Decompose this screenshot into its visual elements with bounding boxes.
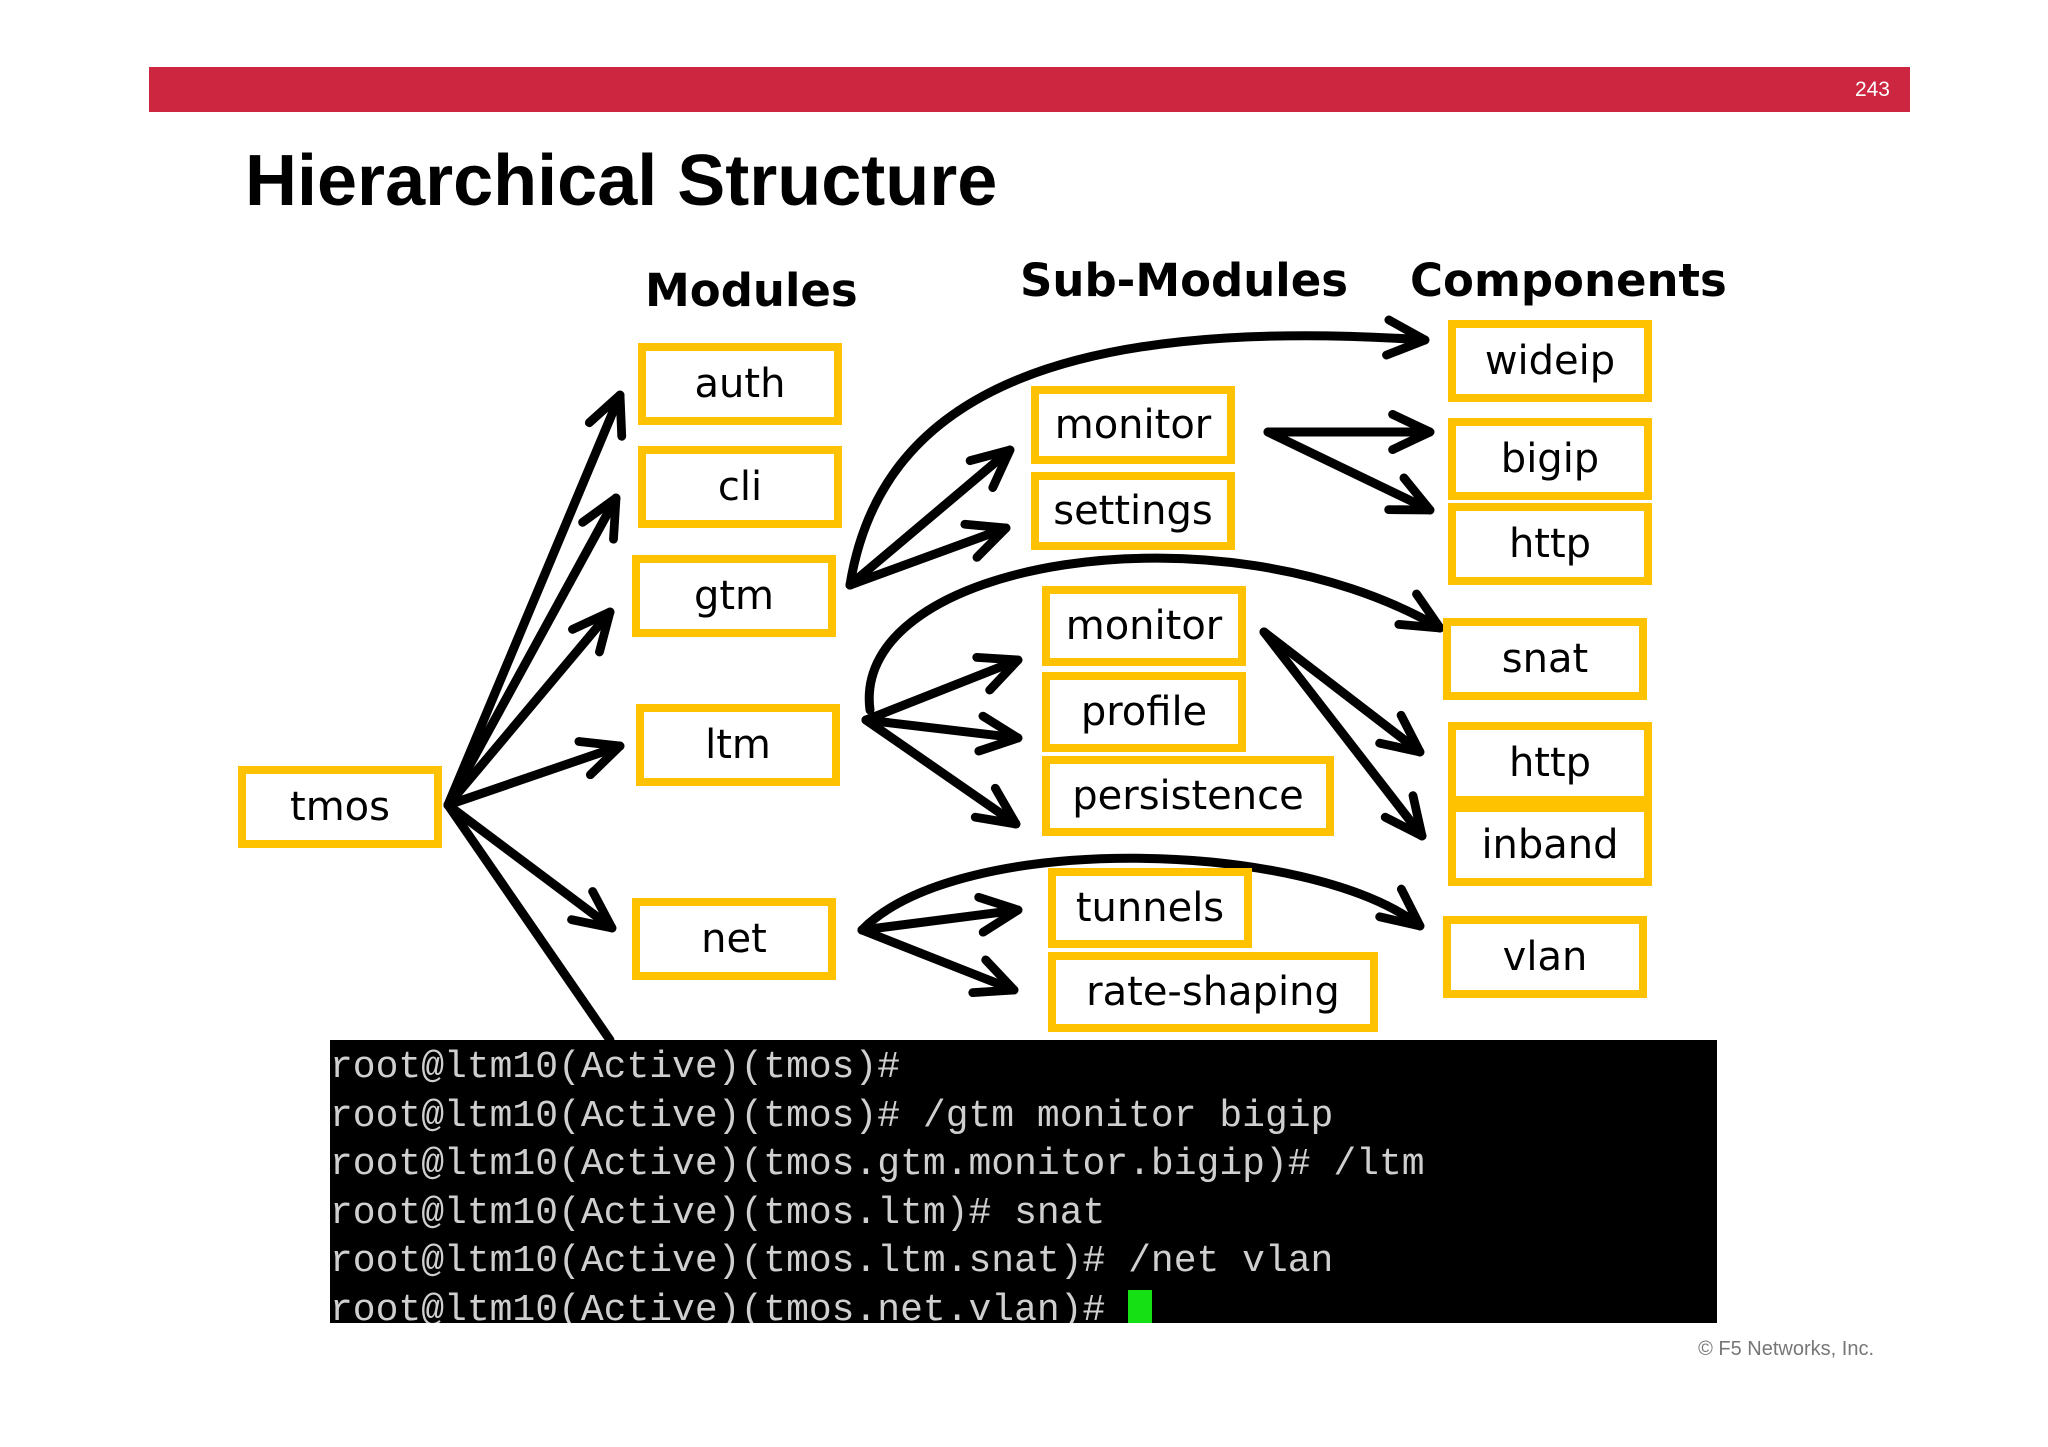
node-comp-inband: inband: [1448, 804, 1652, 886]
arrow-gtm-settings: [845, 528, 1011, 590]
node-gtm-monitor: monitor: [1031, 386, 1235, 464]
arrow-tmos-ltm: [443, 746, 625, 810]
terminal-line: root@ltm10(Active)(tmos.gtm.monitor.bigi…: [330, 1143, 1425, 1186]
node-comp-wideip: wideip: [1448, 320, 1652, 402]
arrow-ltm-persistence: [861, 715, 1021, 829]
node-comp-vlan: vlan: [1443, 916, 1647, 998]
node-net-rateshaping: rate-shaping: [1048, 952, 1378, 1032]
column-header-modules: Modules: [645, 264, 858, 317]
node-gtm-settings: settings: [1031, 472, 1235, 550]
copyright: © F5 Networks, Inc.: [1698, 1338, 1874, 1360]
arrow-net-tunnels: [857, 910, 1023, 930]
terminal-window[interactable]: root@ltm10(Active)(tmos)# root@ltm10(Act…: [330, 1040, 1717, 1323]
terminal-line: root@ltm10(Active)(tmos.ltm)# snat: [330, 1191, 1106, 1235]
arrow-tmos-cli: [443, 493, 621, 810]
node-comp-gtm-http: http: [1448, 503, 1652, 585]
arrow-tmos-down: [443, 800, 615, 1045]
node-tmos: tmos: [238, 766, 442, 848]
terminal-line: root@ltm10(Active)(tmos)#: [330, 1046, 901, 1089]
node-module-cli: cli: [638, 446, 842, 528]
arrow-tmos-auth: [443, 390, 620, 810]
arrow-monitor-http: [1263, 427, 1435, 515]
terminal-cursor: [1128, 1290, 1153, 1323]
node-ltm-profile: profile: [1042, 672, 1246, 752]
arrow-tmos-net: [443, 800, 617, 933]
node-module-ltm: ltm: [636, 704, 840, 786]
arrow-net-vlan: [857, 853, 1425, 935]
node-module-auth: auth: [638, 343, 842, 425]
node-net-tunnels: tunnels: [1048, 868, 1252, 948]
header-bar: 243: [149, 67, 1910, 112]
node-comp-snat: snat: [1443, 618, 1647, 700]
node-module-net: net: [632, 898, 836, 980]
arrow-ltm-snat: [864, 553, 1445, 715]
node-comp-ltm-http: http: [1448, 722, 1652, 804]
page-number: 243: [1854, 78, 1890, 101]
node-module-gtm: gtm: [632, 555, 836, 637]
terminal-line: root@ltm10(Active)(tmos)# /gtm monitor b…: [330, 1094, 1334, 1138]
arrow-net-rateshaping: [857, 925, 1019, 990]
column-header-submodules: Sub-Modules: [1020, 254, 1349, 307]
arrow-ltm-monitor: [861, 660, 1023, 725]
terminal-line: root@ltm10(Active)(tmos.ltm.snat)# /net …: [330, 1240, 1334, 1283]
node-ltm-persistence: persistence: [1042, 756, 1334, 836]
arrow-ltm-profile: [861, 720, 1023, 738]
arrow-tmos-gtm: [443, 607, 615, 810]
arrow-ltmmonitor-inband: [1259, 627, 1427, 841]
column-header-components: Components: [1410, 254, 1727, 307]
slide-title: Hierarchical Structure: [245, 141, 998, 221]
arrow-gtm-monitor: [845, 445, 1015, 590]
arrow-gtm-wideip: [845, 336, 1430, 590]
node-comp-bigip: bigip: [1448, 418, 1652, 500]
arrow-ltmmonitor-http: [1259, 627, 1425, 757]
terminal-prompt-line[interactable]: root@ltm10(Active)(tmos.net.vlan)#: [330, 1287, 1717, 1324]
terminal-prompt: root@ltm10(Active)(tmos.net.vlan)#: [330, 1288, 1129, 1324]
node-ltm-monitor: monitor: [1042, 586, 1246, 666]
